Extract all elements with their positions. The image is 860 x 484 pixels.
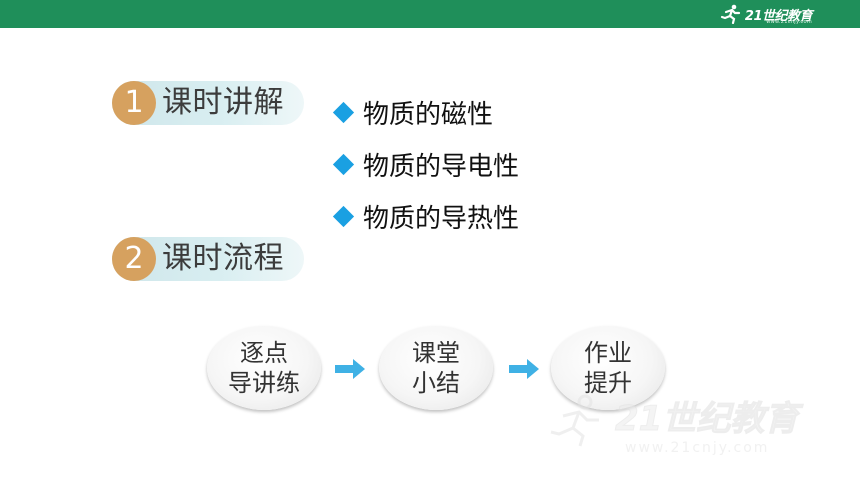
lesson-point-text: 物质的磁性 xyxy=(363,99,494,130)
runner-logo-icon xyxy=(720,4,741,24)
lesson-point-text: 物质的导电性 xyxy=(363,151,520,182)
brand-logo: 21世纪教育 www.21cnjy.com xyxy=(720,3,813,25)
svg-text:21世纪教育: 21世纪教育 xyxy=(615,399,803,439)
section-tag-lesson-flow: 2 课时流程 xyxy=(112,237,304,281)
section-number: 1 xyxy=(112,81,156,125)
section-title: 课时讲解 xyxy=(162,85,284,120)
flow-step-homework[interactable]: 作业 提升 xyxy=(551,326,665,410)
flow-step-line: 课堂 xyxy=(412,339,460,367)
list-item: 物质的导热性 xyxy=(332,190,519,242)
flow-step-line: 作业 xyxy=(584,339,632,367)
flow-step-line: 逐点 xyxy=(240,339,288,367)
flow-step-summary[interactable]: 课堂 小结 xyxy=(379,326,493,410)
list-item: 物质的磁性 xyxy=(332,86,519,138)
lesson-point-text: 物质的导热性 xyxy=(363,203,520,234)
flow-step-line: 提升 xyxy=(584,369,632,397)
section-number: 2 xyxy=(112,237,156,281)
diamond-bullet-icon xyxy=(332,205,355,227)
brand-url: www.21cnjy.com xyxy=(766,19,812,25)
section-tag-lesson-explain: 1 课时讲解 xyxy=(112,81,304,125)
diamond-bullet-icon xyxy=(332,101,355,123)
flow-step-line: 小结 xyxy=(412,369,460,397)
diamond-bullet-icon xyxy=(332,153,355,175)
brand-name: 21世纪教育 xyxy=(744,8,813,24)
top-bar: 21世纪教育 www.21cnjy.com xyxy=(0,0,860,28)
right-arrow-icon xyxy=(509,359,539,379)
right-arrow-icon xyxy=(335,359,365,379)
list-item: 物质的导电性 xyxy=(332,138,519,190)
svg-text:www.21cnjy.com: www.21cnjy.com xyxy=(625,440,769,456)
section-title: 课时流程 xyxy=(162,241,284,276)
flow-step-line: 导讲练 xyxy=(228,369,300,397)
flow-step-practice[interactable]: 逐点 导讲练 xyxy=(207,326,321,410)
lesson-points-list: 物质的磁性 物质的导电性 物质的导热性 xyxy=(332,86,519,242)
